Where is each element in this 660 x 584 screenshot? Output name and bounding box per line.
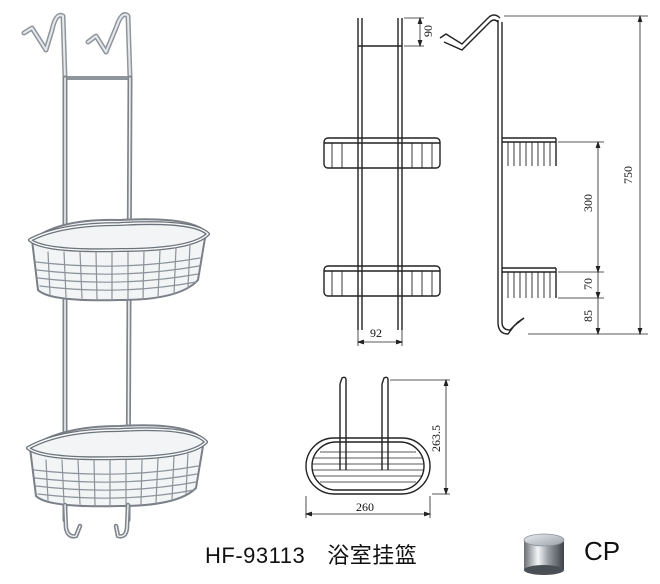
upper-basket xyxy=(28,218,210,302)
dim-shelf-spacing: 300 xyxy=(581,194,595,212)
side-upper-basket xyxy=(502,137,557,166)
side-lower-basket xyxy=(502,267,557,298)
top-view-drawing xyxy=(304,376,450,518)
dim-lower-gap: 70 xyxy=(581,278,595,290)
product-title: HF-93113 浴室挂篮 xyxy=(205,538,417,570)
dim-total-height: 750 xyxy=(621,166,635,184)
finish-code: CP xyxy=(584,536,621,566)
model-number: HF-93113 xyxy=(205,543,306,568)
chrome-cylinder-icon xyxy=(523,533,565,575)
dim-basket-length: 260 xyxy=(356,500,374,514)
dim-hook-height: 90 xyxy=(421,25,435,37)
product-name-cn: 浴室挂篮 xyxy=(327,544,418,569)
lower-basket xyxy=(26,424,208,508)
dim-top-width: 263.5 xyxy=(429,425,443,452)
dim-hook-spacing: 92 xyxy=(370,326,382,340)
product-photo xyxy=(21,12,210,539)
side-view-drawing xyxy=(439,14,648,336)
dim-bottom-hook: 85 xyxy=(581,310,595,322)
front-view-drawing xyxy=(323,16,441,346)
